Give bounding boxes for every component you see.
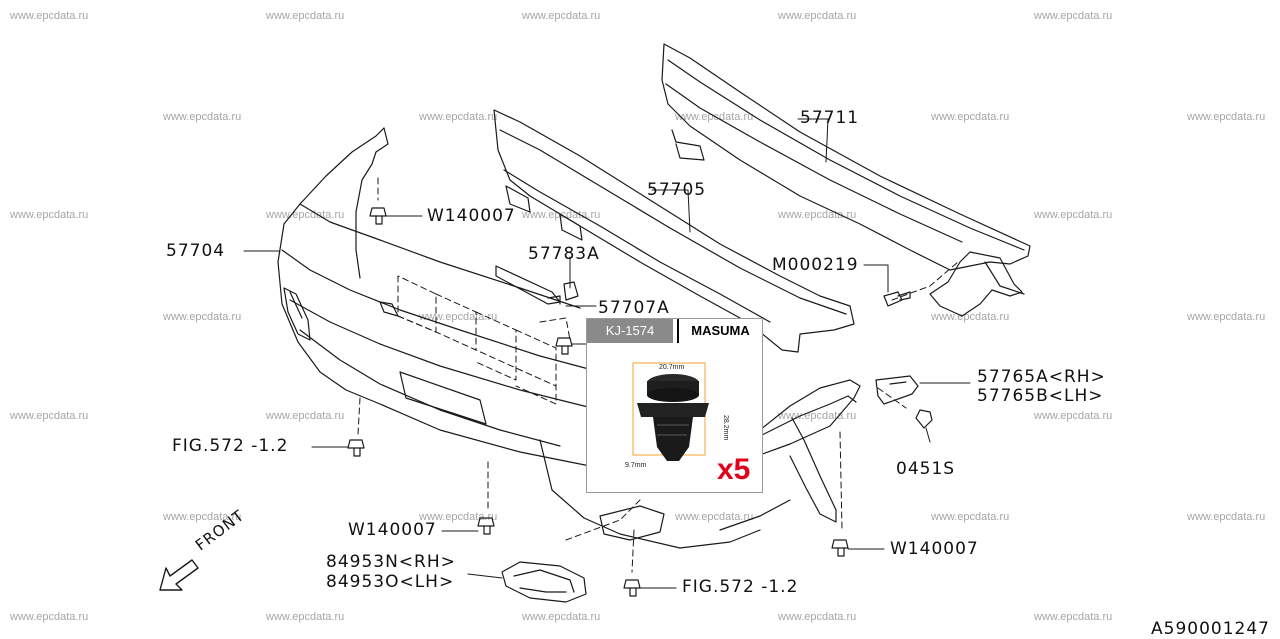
watermark: www.epcdata.ru [10,611,89,623]
fasteners [347,207,933,603]
callout-84953n[interactable]: 84953N<RH> [326,552,456,572]
watermark: www.epcdata.ru [778,611,857,623]
callout-57765a[interactable]: 57765A<RH> [977,367,1106,387]
watermark: www.epcdata.ru [675,111,754,123]
dashed-guides [357,177,959,573]
leader-lines [243,118,971,589]
watermark: www.epcdata.ru [931,511,1010,523]
diagram-code: A590001247 [1151,619,1270,639]
part-57704-bumper-cover [277,127,861,549]
callout-57783a[interactable]: 57783A [528,244,600,264]
callout-57765b[interactable]: 57765B<LH> [977,386,1104,406]
watermark: www.epcdata.ru [10,209,89,221]
callout-57711[interactable]: 57711 [800,108,860,128]
watermark: www.epcdata.ru [1187,111,1266,123]
product-brand: MASUMA [677,319,762,343]
watermark: www.epcdata.ru [778,10,857,22]
watermark: www.epcdata.ru [1034,611,1113,623]
callout-0451s[interactable]: 0451S [896,459,956,479]
callout-57705[interactable]: 57705 [647,180,707,200]
callout-w140007-right[interactable]: W140007 [890,539,979,559]
callout-w140007-bottom[interactable]: W140007 [348,520,437,540]
watermark: www.epcdata.ru [778,209,857,221]
watermark: www.epcdata.ru [10,10,89,22]
watermark: www.epcdata.ru [522,611,601,623]
watermark: www.epcdata.ru [163,111,242,123]
watermark: www.epcdata.ru [1187,511,1266,523]
watermark: www.epcdata.ru [1187,311,1266,323]
watermark: www.epcdata.ru [266,611,345,623]
watermark: www.epcdata.ru [1034,410,1113,422]
watermark: www.epcdata.ru [522,10,601,22]
callout-84953o[interactable]: 84953O<LH> [326,572,455,592]
watermark: www.epcdata.ru [266,10,345,22]
watermark: www.epcdata.ru [419,111,498,123]
part-57711-reinforcement [661,43,1031,317]
watermark: www.epcdata.ru [931,111,1010,123]
watermark: www.epcdata.ru [10,410,89,422]
front-arrow-icon [159,559,199,591]
callout-57707a[interactable]: 57707A [598,298,670,318]
watermark: www.epcdata.ru [419,311,498,323]
watermark: www.epcdata.ru [1034,209,1113,221]
watermark: www.epcdata.ru [1034,10,1113,22]
watermark: www.epcdata.ru [266,209,345,221]
clip-image [632,362,709,461]
part-57705-absorber [493,109,855,353]
watermark: www.epcdata.ru [419,511,498,523]
watermark: www.epcdata.ru [931,311,1010,323]
dimension-bottom: 9.7mm [625,462,647,469]
callout-w140007-top[interactable]: W140007 [427,206,516,226]
watermark: www.epcdata.ru [163,311,242,323]
callout-fig572-left[interactable]: FIG.572 -1.2 [172,436,289,456]
product-code: KJ-1574 [587,319,673,343]
callout-57704[interactable]: 57704 [166,241,226,261]
dimension-top: 20.7mm [659,364,685,371]
quantity-multiplier: x5 [717,453,751,486]
watermark: www.epcdata.ru [266,410,345,422]
watermark: www.epcdata.ru [675,511,754,523]
callout-fig572-bottom[interactable]: FIG.572 -1.2 [682,577,799,597]
product-card[interactable]: KJ-1574 MASUMA 20.7mm 28.2mm 9.7mm x5 [586,318,763,493]
callout-m000219[interactable]: M000219 [772,255,859,275]
dimension-side: 28.2mm [722,415,729,441]
watermark: www.epcdata.ru [163,511,242,523]
